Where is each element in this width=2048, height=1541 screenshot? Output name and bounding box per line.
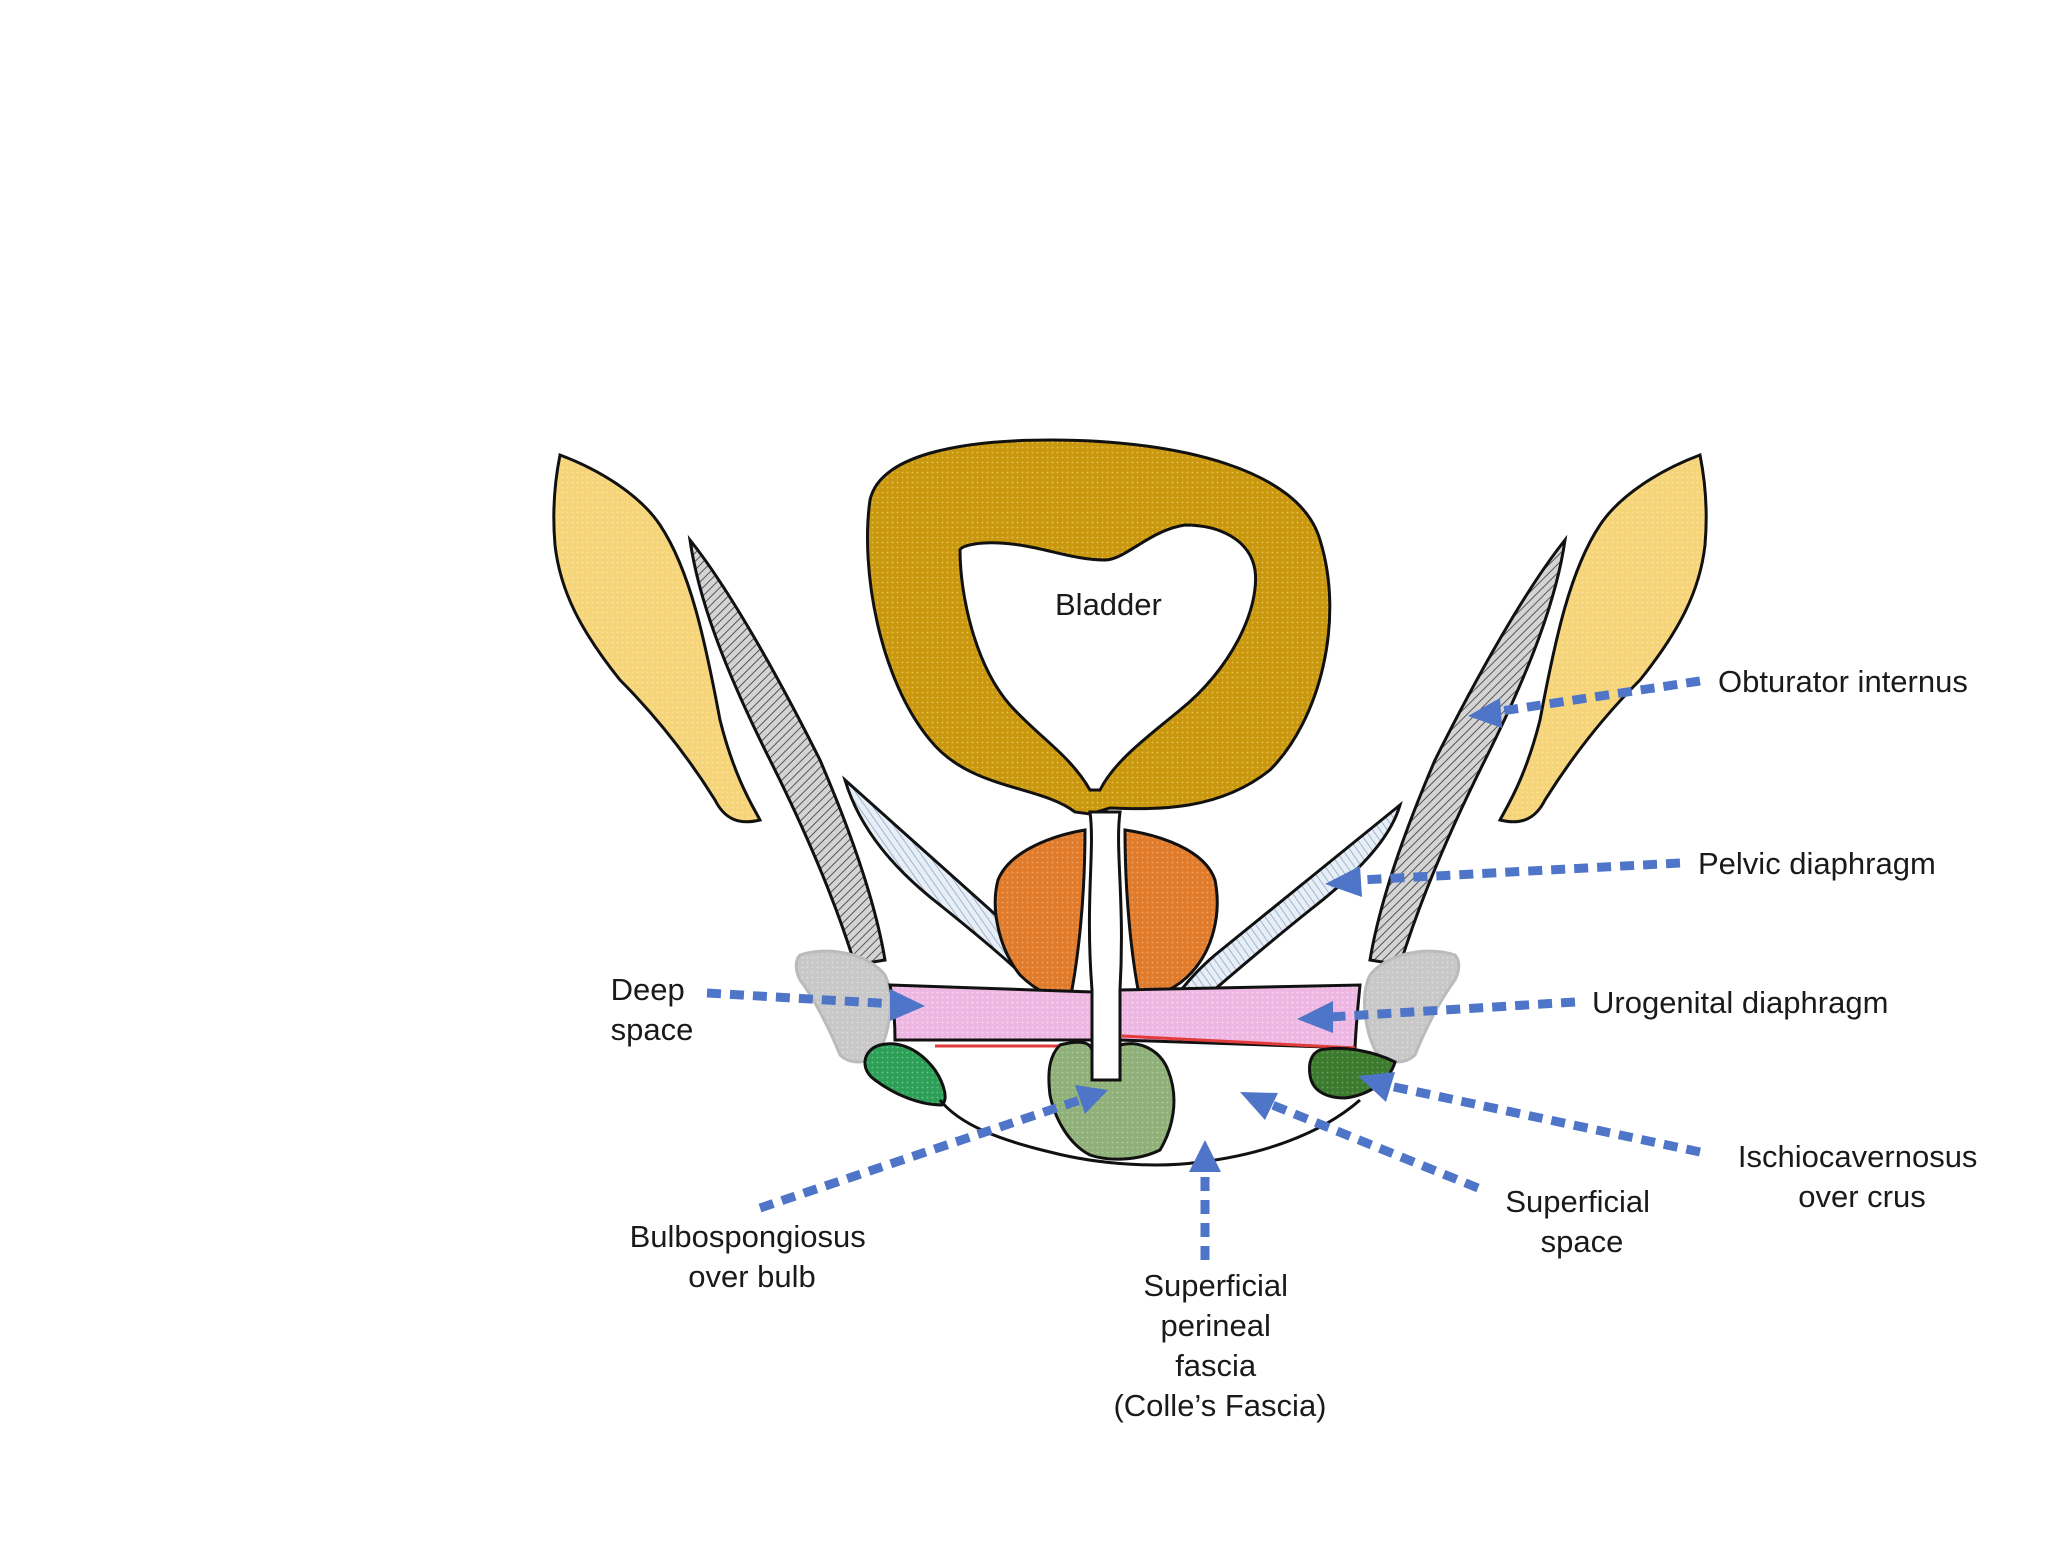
label-urogenital-diaphragm: Urogenital diaphragm [1592, 985, 1888, 1020]
left-ischial-tissue [794, 949, 892, 1064]
label-bulbospongiosus: Bulbospongiosus over bulb [630, 1219, 875, 1294]
pointer-arrows [706, 676, 1701, 1260]
arrow-obturator [1494, 676, 1701, 717]
left-prostate-lobe [993, 828, 1087, 1002]
arrow-ischiocavernosus [1384, 1080, 1701, 1157]
urogenital-diaphragm [888, 983, 1094, 1042]
right-obturator-internus [1368, 534, 1568, 967]
arrow-superficial-space [1263, 1097, 1480, 1193]
arrow-bulbospongiosus [758, 1095, 1082, 1213]
arrow-pelvic-diaphragm [1359, 858, 1681, 885]
arrow-deep-space [706, 988, 896, 1009]
label-ischiocavernosus: Ischiocavernosus over crus [1738, 1139, 1986, 1214]
label-colles-fascia: Superficial perineal fascia (Colle’s Fas… [1113, 1268, 1326, 1423]
left-bone [552, 452, 763, 824]
right-prostate-lobe [1123, 828, 1219, 1002]
label-bladder: Bladder [1055, 587, 1162, 622]
inferior-fascia-line-right [1121, 1034, 1356, 1050]
bladder [866, 438, 1332, 816]
left-crus [863, 1042, 947, 1107]
label-pelvic-diaphragm: Pelvic diaphragm [1698, 846, 1936, 881]
left-obturator-internus [687, 534, 887, 967]
label-superficial-space: Superficial space [1505, 1184, 1658, 1259]
right-ischial-tissue [1363, 949, 1461, 1064]
label-obturator-internus: Obturator internus [1718, 664, 1968, 699]
bulbospongiosus-bulb [1047, 1040, 1176, 1161]
arrow-urogenital [1329, 997, 1576, 1022]
urethra [1087, 810, 1123, 1102]
label-deep-space: Deep space [611, 972, 694, 1047]
right-bone [1497, 452, 1708, 824]
arrow-heads [890, 698, 1502, 1172]
